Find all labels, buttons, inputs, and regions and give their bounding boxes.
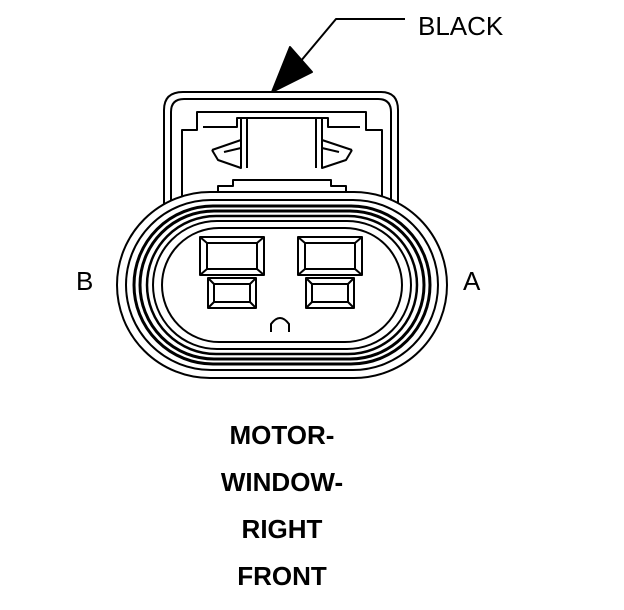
connector-latch-housing: [163, 91, 399, 206]
title-line: MOTOR-: [229, 420, 335, 450]
terminal-cavity-a: [297, 236, 363, 309]
title-line: FRONT: [237, 561, 327, 591]
connector-body: [116, 191, 448, 379]
wire-color-label: BLACK: [418, 11, 504, 41]
pin-a-label: A: [463, 266, 481, 296]
title-line: RIGHT: [241, 514, 323, 544]
title-line: WINDOW-: [220, 467, 344, 497]
component-title: MOTOR- WINDOW- RIGHT FRONT: [132, 422, 432, 610]
terminal-cavity-b: [199, 236, 265, 309]
leader-arrow: [271, 18, 405, 93]
polarizing-key: [270, 317, 290, 332]
pin-b-label: B: [76, 266, 94, 296]
